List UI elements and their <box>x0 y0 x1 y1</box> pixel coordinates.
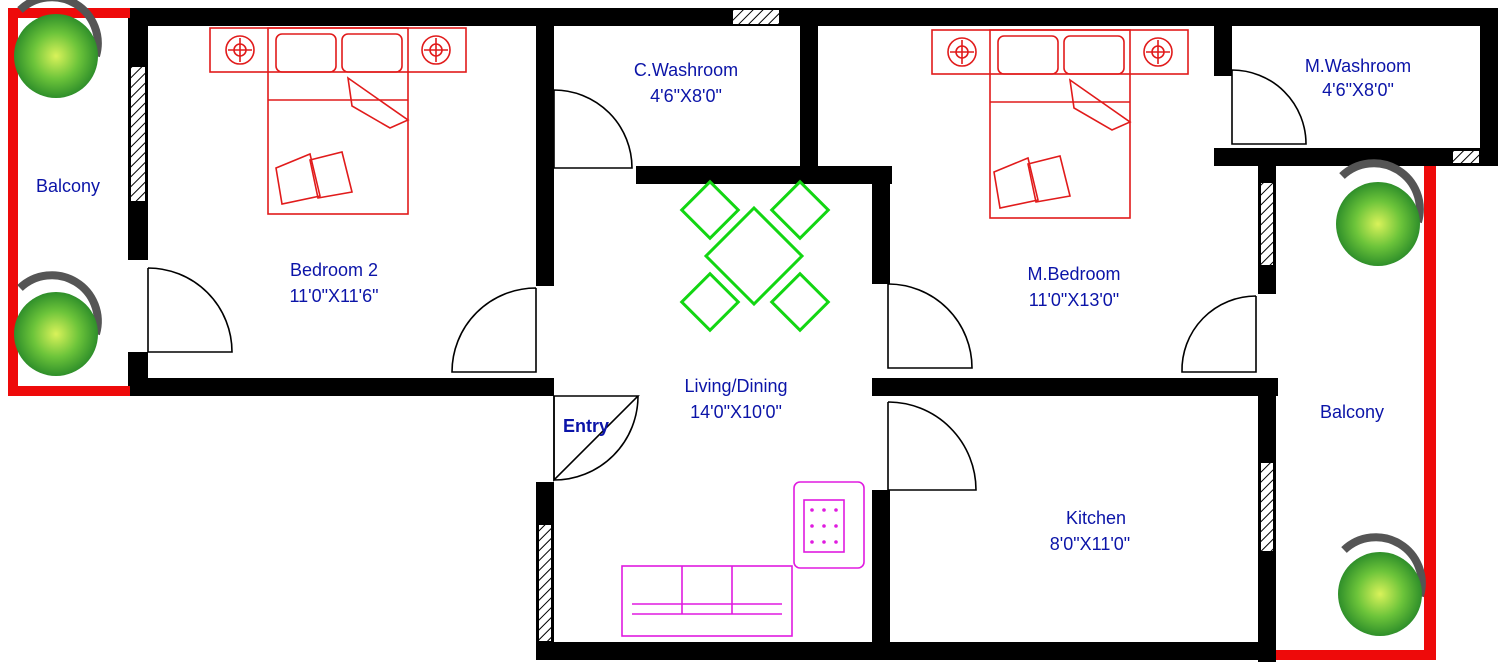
door-balcony-right <box>1181 295 1257 373</box>
bed-frame <box>267 27 409 215</box>
wall-mwash-right <box>1480 8 1498 166</box>
sofa-three-seat <box>621 565 793 637</box>
door-c-washroom <box>553 89 633 169</box>
walls <box>128 8 1498 662</box>
armchair-pattern <box>810 508 838 544</box>
wall-living-right-upper <box>872 166 890 284</box>
cushion-icon <box>309 151 353 199</box>
bed-bedroom2 <box>209 27 467 215</box>
railing-left-side <box>8 8 18 396</box>
pillow-icon <box>341 33 403 73</box>
label-bedroom2-name: Bedroom 2 <box>290 260 378 280</box>
plant-icon <box>14 0 102 98</box>
cushion-icon <box>275 152 321 205</box>
bedside-lamp-icon <box>225 35 255 65</box>
railing-left-top <box>8 8 130 18</box>
label-m-bedroom-name: M.Bedroom <box>1027 264 1120 284</box>
sofa-set <box>621 481 865 637</box>
window-washroom <box>731 8 781 26</box>
door-bedroom2 <box>451 287 537 373</box>
door-m-washroom <box>1231 69 1307 145</box>
door-balcony-left <box>147 267 233 353</box>
pillow-icon <box>997 35 1059 75</box>
label-living-size: 14'0"X10'0" <box>690 402 782 422</box>
label-kitchen-name: Kitchen <box>1066 508 1126 528</box>
railing-right-side <box>1424 166 1436 660</box>
window-kitchen <box>1259 461 1275 553</box>
dining-chair-icon <box>679 179 741 241</box>
doors <box>147 69 1307 491</box>
railing-right-bottom <box>1276 650 1436 660</box>
windows <box>129 8 1481 643</box>
armchair <box>793 481 865 569</box>
wall-bottom <box>536 642 1276 660</box>
plant-icon <box>1336 159 1424 266</box>
door-m-bedroom <box>887 283 973 369</box>
bedside-lamp-icon <box>421 35 451 65</box>
plant-icon <box>1338 533 1426 636</box>
label-bedroom2-size: 11'0"X11'6" <box>289 286 378 306</box>
dining-chair-icon <box>679 271 741 333</box>
dining-table <box>703 205 805 307</box>
wall-bedroom2-right <box>536 8 554 286</box>
cushion-icon <box>1027 155 1071 203</box>
label-c-washroom-name: C.Washroom <box>634 60 738 80</box>
window-bedroom2 <box>129 65 147 203</box>
room-labels: Balcony Bedroom 2 11'0"X11'6" C.Washroom… <box>36 56 1411 554</box>
label-c-washroom-size: 4'6"X8'0" <box>650 86 722 106</box>
armchair-seat <box>803 499 845 553</box>
label-balcony-left: Balcony <box>36 176 100 196</box>
cushion-icon <box>993 156 1039 209</box>
door-entry[interactable] <box>553 395 639 481</box>
pillow-icon <box>275 33 337 73</box>
label-living-name: Living/Dining <box>684 376 787 396</box>
dining-chair-icon <box>769 271 831 333</box>
bed-frame <box>989 29 1131 219</box>
railings <box>8 8 1436 660</box>
label-m-washroom-size: 4'6"X8'0" <box>1322 80 1394 100</box>
wall-kitchen-left <box>872 490 890 660</box>
label-m-bedroom-size: 11'0"X13'0" <box>1029 290 1119 310</box>
door-kitchen <box>887 401 977 491</box>
wall-washroom-bottom <box>636 166 892 184</box>
plant-icon <box>14 271 102 376</box>
pillow-icon <box>1063 35 1125 75</box>
railing-left-bottom <box>8 386 130 396</box>
wall-mwash-left <box>1214 8 1232 76</box>
bedside-lamp-icon <box>1143 37 1173 67</box>
window-mwashroom <box>1451 149 1481 165</box>
wall-washroom-right <box>800 8 818 184</box>
wall-mwash-bottom <box>1214 148 1498 166</box>
label-m-washroom-name: M.Washroom <box>1305 56 1411 76</box>
label-entry: Entry <box>563 416 609 436</box>
window-mbedroom <box>1259 181 1275 267</box>
wall-bedroom2-bottom <box>128 378 554 396</box>
wall-kitchen-top <box>872 378 1278 396</box>
label-kitchen-size: 8'0"X11'0" <box>1050 534 1130 554</box>
bed-m-bedroom <box>931 29 1189 219</box>
bedside-lamp-icon <box>947 37 977 67</box>
dining-chair-icon <box>769 179 831 241</box>
window-living <box>537 523 553 643</box>
dining-set <box>679 179 831 333</box>
label-balcony-right: Balcony <box>1320 402 1384 422</box>
